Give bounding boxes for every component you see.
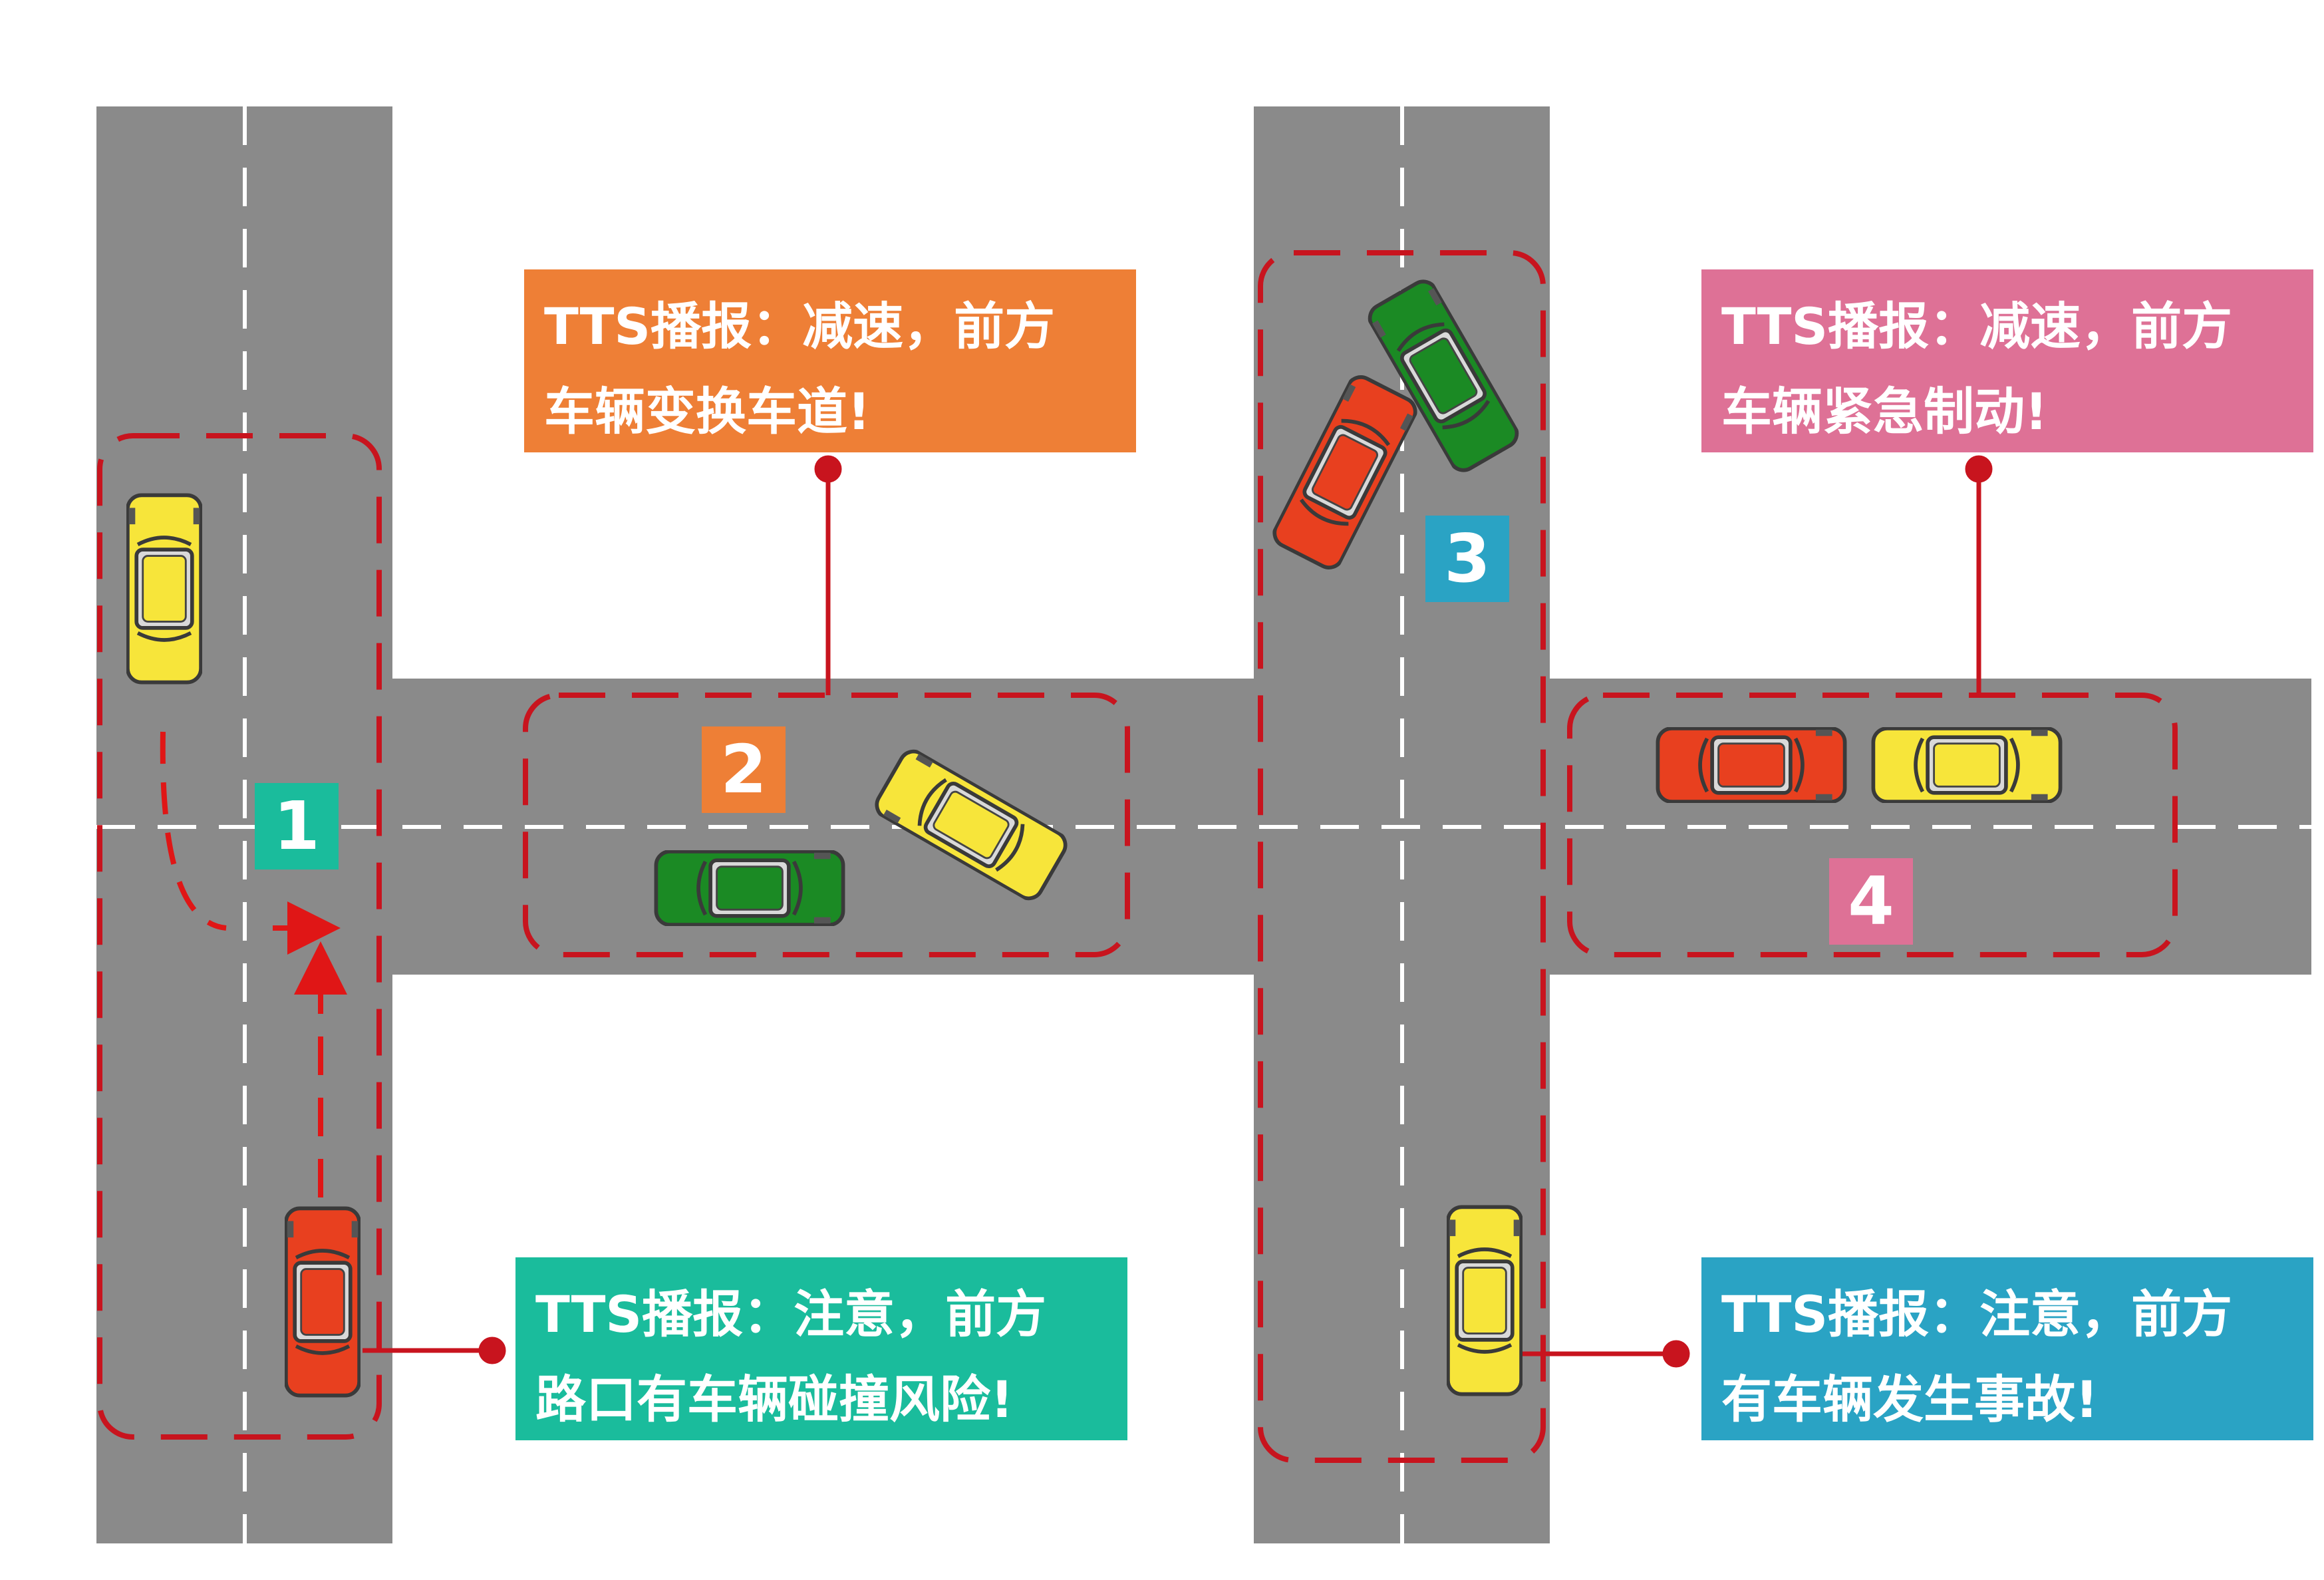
car-icon [1873,728,2060,802]
zone-badge-1: 1 [255,783,339,869]
turn-arrow-icon [160,731,227,931]
leader-dot-icon [1662,1340,1690,1368]
car-icon [656,852,843,925]
zone-badge-3: 3 [1425,516,1509,602]
callout-emergency-brake-line1: TTS播报：减速，前方 [1721,297,2233,356]
car-icon [128,495,201,682]
zone-outline-4 [1567,693,2178,957]
callout-intersection-collision: TTS播报：注意，前方 路口有车辆碰撞风险! [515,1257,1127,1440]
callout-accident-ahead-line1: TTS播报：注意，前方 [1721,1285,2233,1344]
zone-outline-1 [97,433,382,1440]
leader-dot-icon [814,455,842,483]
callout-accident-ahead-line2: 有车辆发生事故! [1721,1370,2099,1429]
callout-intersection-collision-line1: TTS播报：注意，前方 [535,1285,1047,1344]
vehicle-path-arrows [160,731,347,1197]
callout-emergency-brake-line2: 车辆紧急制动! [1721,382,2048,441]
leader-dot-icon [1965,455,1993,483]
car-icon [1448,1207,1521,1394]
zone-outline-2 [523,693,1130,957]
car-icon [286,1208,359,1395]
zone-badge-2: 2 [702,726,786,813]
callout-lane-change: TTS播报：减速，前方 车辆变换车道! [524,269,1136,452]
zone-outline-3 [1258,250,1546,1463]
callout-accident-ahead: TTS播报：注意，前方 有车辆发生事故! [1701,1257,2313,1440]
car-icon [1658,728,1844,802]
callout-lane-change-line2: 车辆变换车道! [544,382,871,441]
lane-markings [96,106,2311,1543]
zone-outlines [97,250,2178,1463]
callout-leaders [363,455,1993,1368]
callout-intersection-collision-line2: 路口有车辆碰撞风险! [535,1370,1014,1429]
leader-dot-icon [478,1337,506,1364]
callout-lane-change-line1: TTS播报：减速，前方 [544,297,1056,356]
callout-emergency-brake: TTS播报：减速，前方 车辆紧急制动! [1701,269,2313,452]
zone-badge-4: 4 [1829,858,1913,945]
